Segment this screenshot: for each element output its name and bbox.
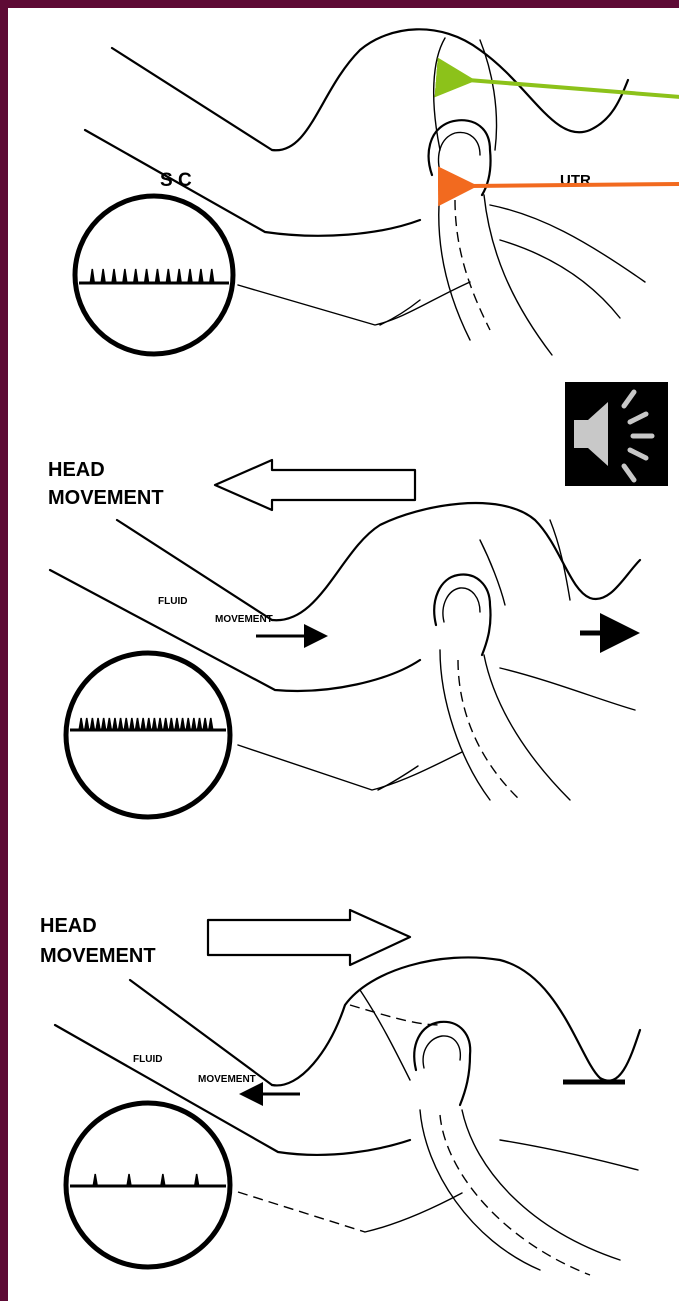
head-movement-label-3: HEAD	[40, 915, 97, 937]
panel-head-right: HEAD MOVEMENT FLUID MOVEMENT	[40, 910, 640, 1275]
green-arrow-cupula	[468, 80, 679, 97]
recording-scope-excited	[66, 653, 230, 817]
head-movement-arrow-right	[208, 910, 410, 965]
vestibular-diagram: S C UTR HEAD MOVEMENT FLUID MOVEMENT	[8, 8, 679, 1301]
panel-head-left: HEAD MOVEMENT FLUID MOVEMENT	[48, 459, 640, 817]
slide: S C UTR HEAD MOVEMENT FLUID MOVEMENT	[8, 8, 679, 1301]
fluid-label-3a: FLUID	[133, 1054, 162, 1065]
head-movement-arrow-left	[215, 460, 415, 510]
recording-scope-resting	[75, 196, 233, 354]
fluid-label-3b: MOVEMENT	[198, 1074, 256, 1085]
head-movement-label-4: MOVEMENT	[40, 945, 156, 967]
fluid-label-2b: MOVEMENT	[215, 614, 273, 625]
head-movement-label-2: MOVEMENT	[48, 487, 164, 509]
label-sc: S C	[160, 170, 192, 191]
fluid-label-2a: FLUID	[158, 596, 187, 607]
head-movement-label-1: HEAD	[48, 459, 105, 481]
speaker-icon[interactable]	[565, 382, 668, 486]
panel-resting: S C UTR	[75, 29, 679, 355]
orange-arrow-crista	[470, 184, 679, 186]
